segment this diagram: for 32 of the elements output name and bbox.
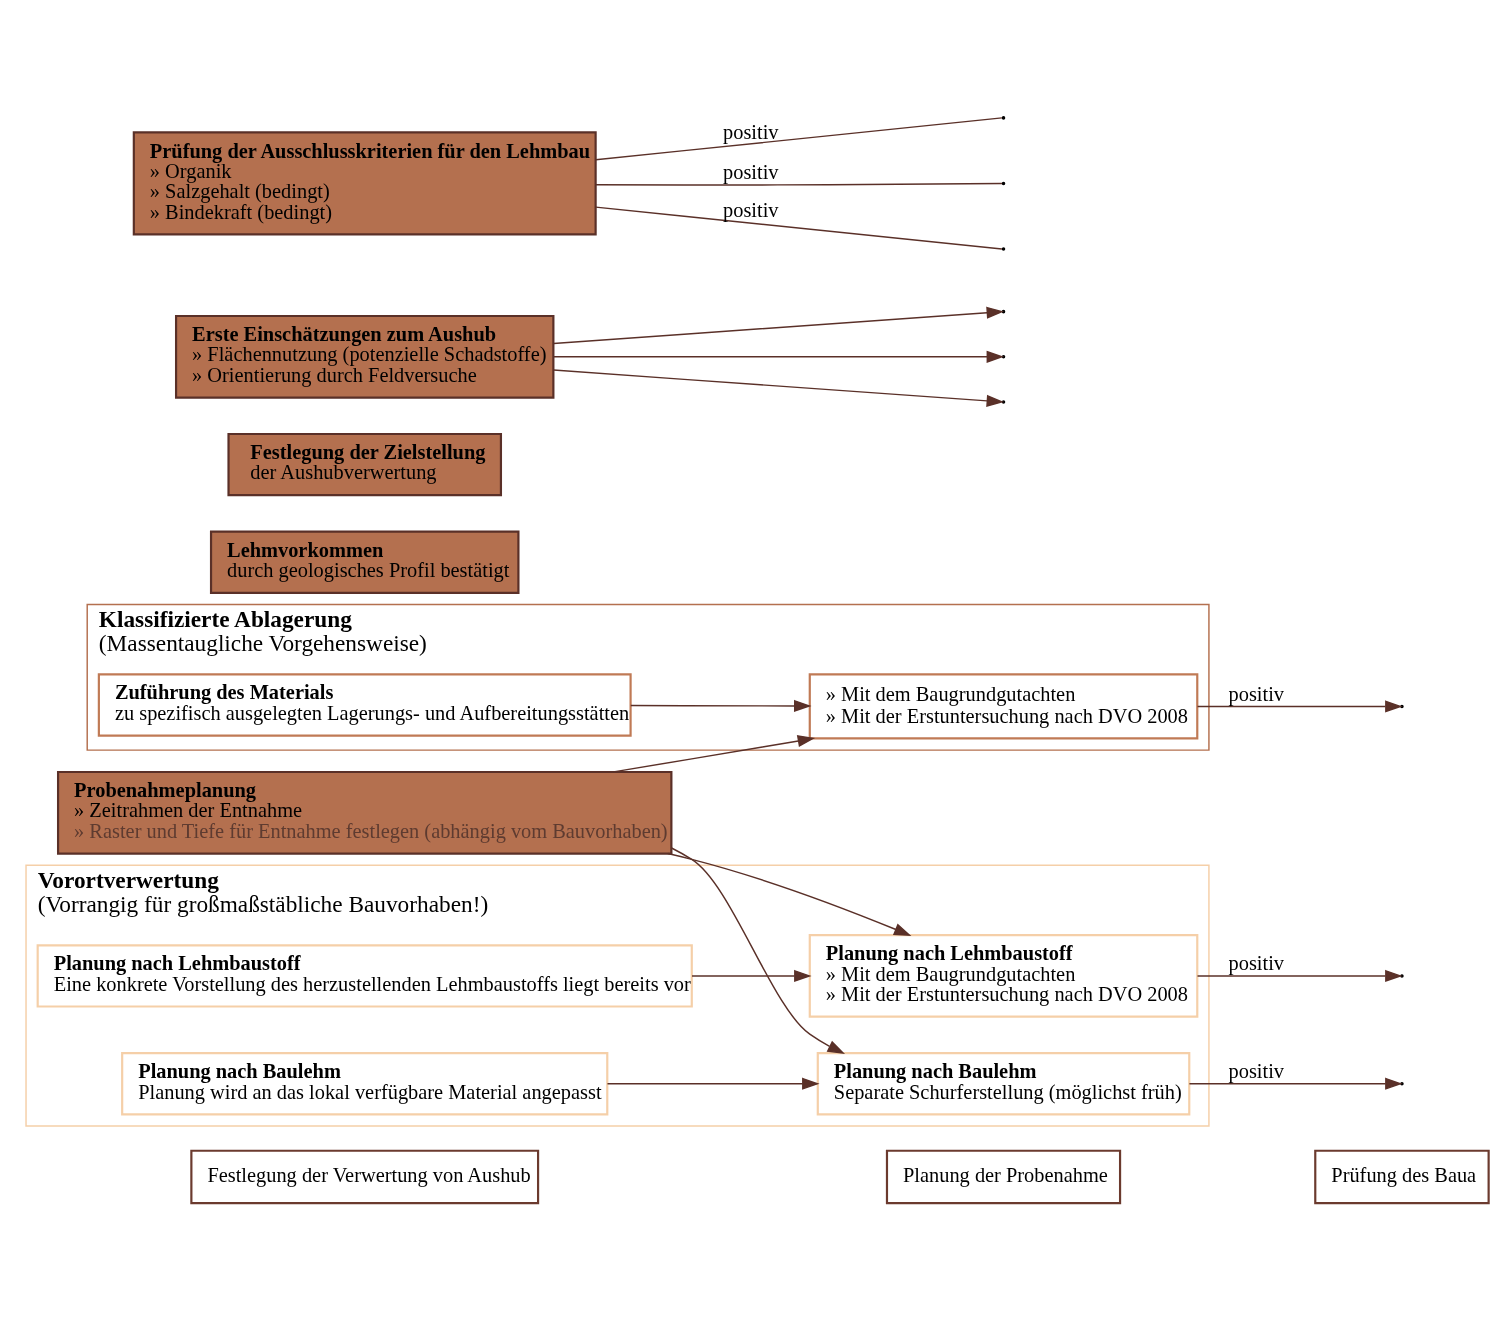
arrow	[691, 969, 812, 982]
connector	[595, 205, 1003, 250]
arrow	[667, 852, 912, 936]
connector	[595, 182, 1003, 186]
node-box: Festlegung der Zielstellung der Aushubverwertung	[227, 432, 503, 496]
edge-label: positiv	[723, 198, 779, 221]
edge-label: positiv	[1228, 951, 1285, 974]
node-box: Planung der Probenahme	[885, 1149, 1122, 1204]
arrow	[606, 1077, 820, 1090]
node-box: Planung nach Baulehm Separate Schurferstellung (möglichst früh)	[816, 1051, 1191, 1115]
node-box: Probenahmeplanung » Zeitrahmen der Entnahme » Raster und Tiefe für Entnahme festlegen (abhängig vom Bauvorhaben)	[57, 770, 673, 855]
node-box: Lehmvorkommen durch geologisches Profil bestätigt	[209, 530, 520, 594]
node-box: Prüfung der Ausschlusskriterien für den Lehmbau » Organik » Salzgehalt (bedingt) » Bindekraft (bedingt)	[132, 130, 597, 235]
connector	[595, 116, 1003, 160]
arrow	[552, 368, 1005, 407]
arrow	[1196, 969, 1403, 982]
node-box: Festlegung der Verwertung von Aushub	[190, 1149, 540, 1204]
arrow	[552, 350, 1005, 363]
node-box: Planung nach Lehmbaustoff Eine konkrete Vorstellung des herzustellenden Lehmbaustoffs liegt bereits vor	[36, 943, 693, 1008]
edge-label: positiv	[723, 120, 779, 143]
node-box: Zuführung des Materials zu spezifisch ausgelegten Lagerungs- und Aufbereitungsstätten	[97, 672, 632, 737]
node-box: Prüfung des Baua	[1314, 1149, 1490, 1204]
node-box: Planung nach Lehmbaustoff » Mit dem Baugrundgutachten » Mit der Erstuntersuchung nach DVO 2008	[808, 933, 1199, 1018]
arrow	[612, 734, 816, 773]
node-box: » Mit dem Baugrundgutachten » Mit der Erstuntersuchung nach DVO 2008	[808, 672, 1199, 740]
edge-label: positiv	[1228, 1059, 1285, 1082]
arrow	[630, 699, 812, 712]
edge-label: positiv	[723, 160, 779, 183]
node-box: Erste Einschätzungen zum Aushub » Flächennutzung (potenzielle Schadstoffe) » Orientierung durch Feldversuche	[174, 314, 555, 399]
node-box: Planung nach Baulehm Planung wird an das lokal verfügbare Material angepasst	[121, 1051, 609, 1115]
arrow	[670, 846, 846, 1054]
edge-label: positiv	[1228, 682, 1285, 705]
